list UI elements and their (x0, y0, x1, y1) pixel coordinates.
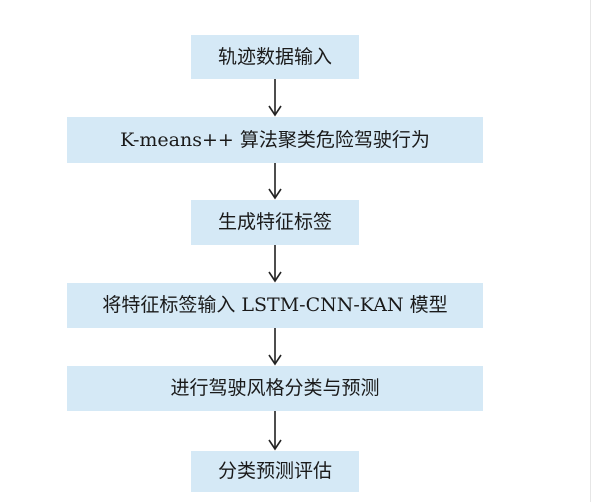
step-label: K-means++ 算法聚类危险驾驶行为 (120, 128, 430, 151)
step-label: 进行驾驶风格分类与预测 (170, 377, 380, 399)
step-classification-evaluation: 分类预测评估 (191, 451, 359, 492)
step-label: 生成特征标签 (217, 211, 332, 233)
step-generate-feature-labels: 生成特征标签 (191, 200, 359, 245)
down-arrow-icon (266, 328, 284, 366)
step-driving-style-classification: 进行驾驶风格分类与预测 (67, 366, 483, 411)
step-label: 将特征标签输入 LSTM-CNN-KAN 模型 (102, 294, 448, 316)
step-label: 轨迹数据输入 (217, 45, 332, 68)
step-trajectory-data-input: 轨迹数据输入 (191, 35, 359, 79)
page-edge-divider (590, 0, 591, 502)
step-label: 分类预测评估 (217, 460, 332, 482)
down-arrow-icon (266, 79, 284, 117)
down-arrow-icon (266, 245, 284, 283)
step-input-lstm-cnn-kan: 将特征标签输入 LSTM-CNN-KAN 模型 (67, 283, 483, 328)
down-arrow-icon (266, 411, 284, 451)
step-kmeans-clustering: K-means++ 算法聚类危险驾驶行为 (67, 117, 483, 163)
down-arrow-icon (266, 163, 284, 200)
